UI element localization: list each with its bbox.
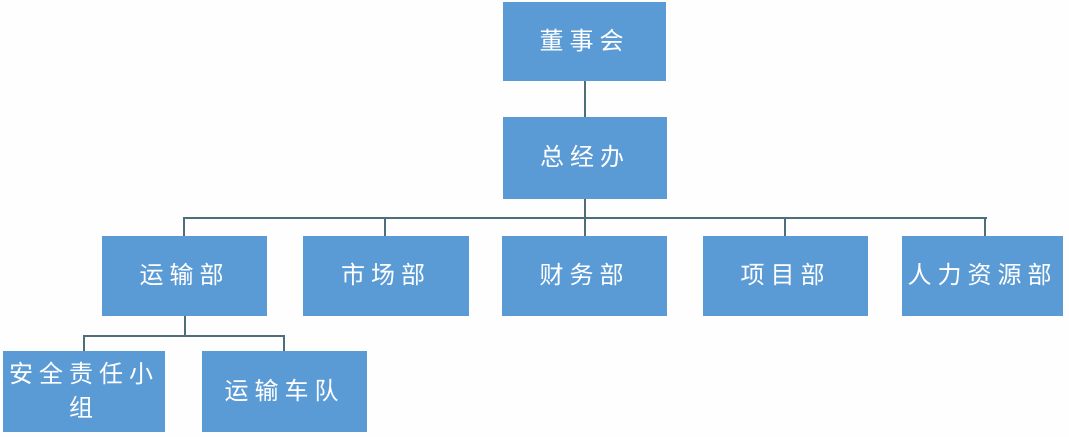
connector-board-gm xyxy=(584,81,586,117)
org-node-board-label: 董事会 xyxy=(539,27,630,55)
org-node-gm-office-label: 总经办 xyxy=(540,144,630,171)
connector-drop-project xyxy=(784,219,786,236)
connector-drop-transport xyxy=(183,219,185,236)
connector-drop-hr xyxy=(984,219,986,236)
org-node-safety-group-label: 安全责任小组 xyxy=(9,360,159,422)
org-node-gm-office: 总经办 xyxy=(503,117,667,199)
org-node-fleet-label: 运输车队 xyxy=(224,377,345,405)
connector-drop-safety xyxy=(83,337,85,351)
connector-level4-bus xyxy=(83,335,285,337)
org-node-safety-group: 安全责任小组 xyxy=(3,351,165,432)
org-node-board: 董事会 xyxy=(503,2,666,81)
org-node-market: 市场部 xyxy=(303,236,469,316)
org-node-project: 项目部 xyxy=(703,236,868,316)
org-node-hr: 人力资源部 xyxy=(902,236,1063,316)
org-node-market-label: 市场部 xyxy=(341,262,431,289)
connector-drop-finance xyxy=(584,219,586,236)
connector-gm-to-bus xyxy=(584,199,586,218)
connector-drop-fleet xyxy=(283,337,285,351)
connector-drop-market xyxy=(384,219,386,236)
org-node-project-label: 项目部 xyxy=(740,262,831,289)
org-node-transport: 运输部 xyxy=(102,236,267,316)
org-node-finance-label: 财务部 xyxy=(539,262,630,289)
org-node-hr-label: 人力资源部 xyxy=(907,262,1058,289)
org-node-fleet: 运输车队 xyxy=(202,351,367,432)
connector-level3-bus xyxy=(183,217,987,219)
org-node-transport-label: 运输部 xyxy=(139,262,230,289)
connector-transport-to-bus xyxy=(184,316,186,335)
org-node-finance: 财务部 xyxy=(502,236,667,316)
